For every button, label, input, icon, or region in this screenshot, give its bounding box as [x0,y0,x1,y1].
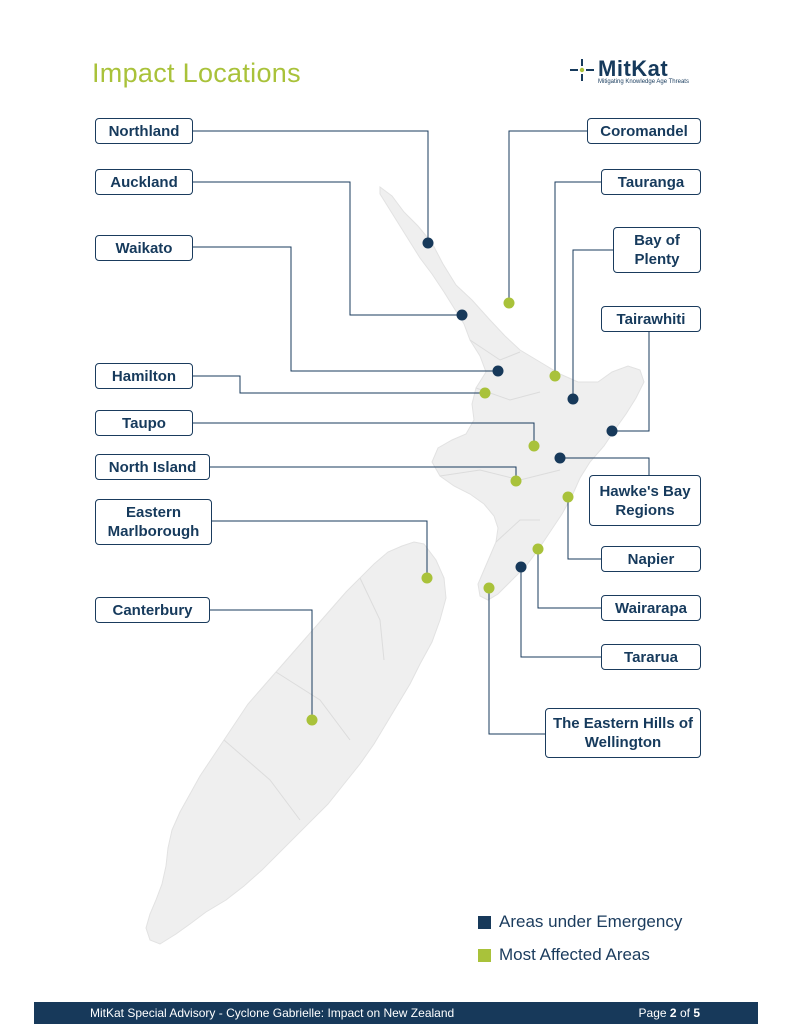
label-tararua: Tararua [601,644,701,670]
marker-eastern-hills [483,582,495,594]
mitkat-logo: MitKat Mitigating Knowledge Age Threats [568,56,708,90]
label-wairarapa: Wairarapa [601,595,701,621]
emergency-swatch [478,915,491,929]
leader-bay-of-plenty [572,249,613,399]
south-island-shape [145,541,447,945]
emergency-markers [422,237,618,573]
marker-waikato [492,365,504,377]
footer-bar: MitKat Special Advisory - Cyclone Gabrie… [34,1002,758,1024]
label-tauranga: Tauranga [601,169,701,195]
label-coromandel: Coromandel [587,118,701,144]
crosshair-icon [570,59,594,81]
page-total: 5 [693,1006,700,1020]
leader-wairarapa [537,549,601,609]
marker-tauranga [549,370,561,382]
label-hamilton: Hamilton [95,363,193,389]
footer-prefix: MitKat Special Advisory - [90,1006,227,1020]
leader-lines [193,130,650,735]
marker-canterbury [306,714,318,726]
leader-eastern-marlborough [212,520,428,578]
leader-canterbury [210,609,313,720]
page-current: 2 [669,1006,677,1020]
marker-bay-of-plenty [567,393,579,405]
logo-name: MitKat [598,56,669,81]
label-tairawhiti: Tairawhiti [601,306,701,332]
legend-affected-label: Most Affected Areas [499,945,650,964]
affected-markers [306,297,574,726]
label-auckland: Auckland [95,169,193,195]
north-island-shape [379,186,645,601]
label-canterbury: Canterbury [95,597,210,623]
marker-north-island [510,475,522,487]
label-north-island: North Island [95,454,210,480]
marker-wairarapa [532,543,544,555]
leader-waikato [193,246,498,372]
leader-taupo [193,422,535,446]
label-eastern-hills: The Eastern Hills of Wellington [545,708,701,758]
leader-eastern-hills [488,588,545,735]
leader-tauranga [554,181,601,376]
leader-hawkes-bay [560,457,650,475]
leader-hamilton [193,375,485,394]
marker-coromandel [503,297,515,309]
marker-napier [562,491,574,503]
marker-northland [422,237,434,249]
leader-tairawhiti [612,329,650,432]
legend-emergency-label: Areas under Emergency [499,912,683,931]
legend-affected: Most Affected Areas [478,945,650,965]
page-of: of [679,1006,690,1020]
page-title: Impact Locations [92,58,301,88]
leader-tararua [520,567,601,658]
page-indicator: Page 2 of 5 [639,1006,700,1020]
label-waikato: Waikato [95,235,193,261]
marker-eastern-marlborough [421,572,433,584]
label-napier: Napier [601,546,701,572]
label-taupo: Taupo [95,410,193,436]
footer-title: MitKat Special Advisory - Cyclone Gabrie… [90,1006,454,1020]
marker-auckland [456,309,468,321]
logo-tagline: Mitigating Knowledge Age Threats [598,79,689,85]
new-zealand-map [145,130,650,945]
marker-hawkes-bay [554,452,566,464]
leader-napier [567,497,601,560]
label-eastern-marlborough: Eastern Marlborough [95,499,212,545]
footer-subject: Cyclone Gabrielle: Impact on New Zealand [226,1006,455,1020]
marker-tairawhiti [606,425,618,437]
leader-coromandel [508,130,587,303]
label-bay-of-plenty: Bay of Plenty [613,227,701,273]
label-northland: Northland [95,118,193,144]
affected-swatch [478,948,491,962]
region-borders [223,339,561,821]
leader-auckland [193,181,462,316]
marker-tararua [515,561,527,573]
label-hawkes-bay: Hawke's Bay Regions [589,475,701,526]
marker-hamilton [479,387,491,399]
page-word: Page [638,1006,667,1020]
legend-emergency: Areas under Emergency [478,912,682,932]
marker-taupo [528,440,540,452]
leader-northland [193,130,429,243]
